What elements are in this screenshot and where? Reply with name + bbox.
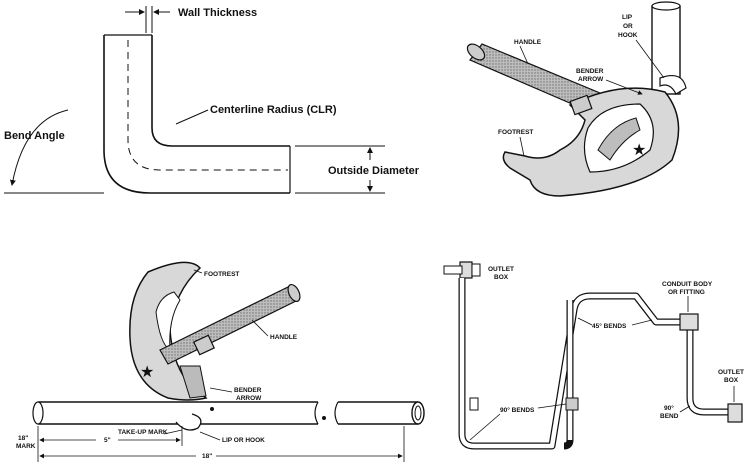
panel-bender-on-conduit: ★ HANDLE LIP OR HOOK BENDER ARROW FOOTRE…: [466, 1, 687, 197]
label-handle-bl: HANDLE: [270, 334, 298, 341]
bender-handle-bl: [159, 285, 299, 365]
label-or-tr: OR: [623, 23, 633, 30]
label-footrest-bl: FOOTREST: [204, 271, 239, 278]
label-90-bends: 90° BENDS: [500, 406, 535, 414]
panel-pipe-terminology: Wall Thickness Centerline Radius (CLR) B…: [4, 6, 420, 194]
dim-5-inch: 5": [104, 437, 111, 444]
panel-conduit-run: OUTLET BOX CONDUIT BODY OR FITTING 45° B…: [443, 261, 744, 450]
horizontal-conduit: [38, 401, 418, 425]
label-conduit-body-2: OR FITTING: [668, 289, 705, 296]
label-outlet-box-left-2: BOX: [494, 274, 509, 281]
dim-18-inch: 18": [202, 453, 212, 460]
label-90-bend-1: 90°: [664, 404, 674, 412]
label-90-bend-2: BEND: [660, 413, 679, 420]
label-bend-angle: Bend Angle: [4, 130, 65, 142]
label-footrest-tr: FOOTREST: [498, 129, 533, 136]
label-lip-or-hook-bl: LIP OR HOOK: [222, 437, 265, 444]
conduit-body: [679, 313, 699, 331]
label-outlet-box-right-1: OUTLET: [718, 369, 744, 376]
label-outlet-box-right-2: BOX: [724, 377, 739, 384]
label-lip-tr: LIP: [622, 14, 633, 21]
label-handle-tr: HANDLE: [514, 39, 542, 46]
outlet-box-right: [727, 403, 743, 423]
centerline: [127, 40, 288, 171]
label-wall-thickness: Wall Thickness: [178, 7, 257, 19]
star-marker-bl: ★: [140, 364, 154, 381]
label-outlet-box-left-1: OUTLET: [488, 266, 514, 273]
label-arrow-tr: ARROW: [578, 76, 604, 83]
label-hook-tr: HOOK: [618, 32, 638, 39]
label-18-mark-1: 18": [18, 435, 28, 442]
label-arrow-bl: ARROW: [236, 395, 262, 402]
label-conduit-body-1: CONDUIT BODY: [662, 281, 713, 288]
label-outside-diameter: Outside Diameter: [328, 165, 420, 177]
label-bender-tr: BENDER: [576, 68, 604, 75]
label-bender-bl: BENDER: [234, 387, 262, 394]
label-18-mark-2: MARK: [16, 443, 36, 450]
star-marker: ★: [632, 142, 646, 159]
panel-take-up-measurement: ★ FOOTREST HANDLE BENDER ARROW TAKE-UP M…: [16, 261, 425, 462]
label-take-up-mark: TAKE-UP MARK: [118, 429, 168, 436]
label-45-bends: 45° BENDS: [592, 322, 627, 330]
bend-angle-arc: [9, 109, 69, 186]
bent-pipe-inner-wall: [151, 35, 290, 147]
label-centerline-radius: Centerline Radius (CLR): [210, 104, 337, 116]
bent-pipe-outer-wall: [103, 35, 290, 194]
